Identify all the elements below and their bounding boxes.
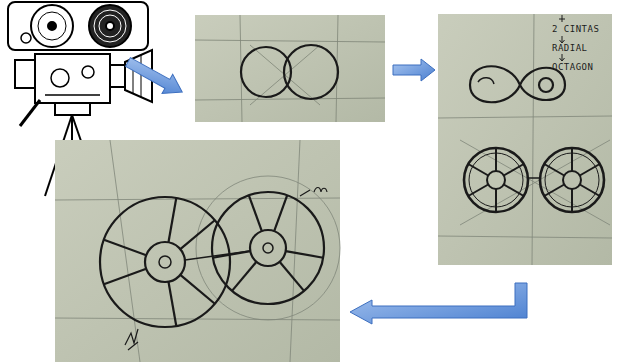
flow-arrow bbox=[350, 283, 527, 324]
handwritten-note: 2 CINTAS bbox=[552, 24, 599, 35]
flow-arrow bbox=[393, 59, 435, 81]
sketch-photo bbox=[195, 15, 385, 122]
sketch-photo bbox=[55, 140, 340, 362]
handwritten-note: OCTAGON bbox=[552, 62, 593, 73]
handwritten-note: RADIAL bbox=[552, 43, 588, 54]
sketch-photo bbox=[438, 14, 612, 265]
flow-arrow bbox=[123, 52, 188, 101]
